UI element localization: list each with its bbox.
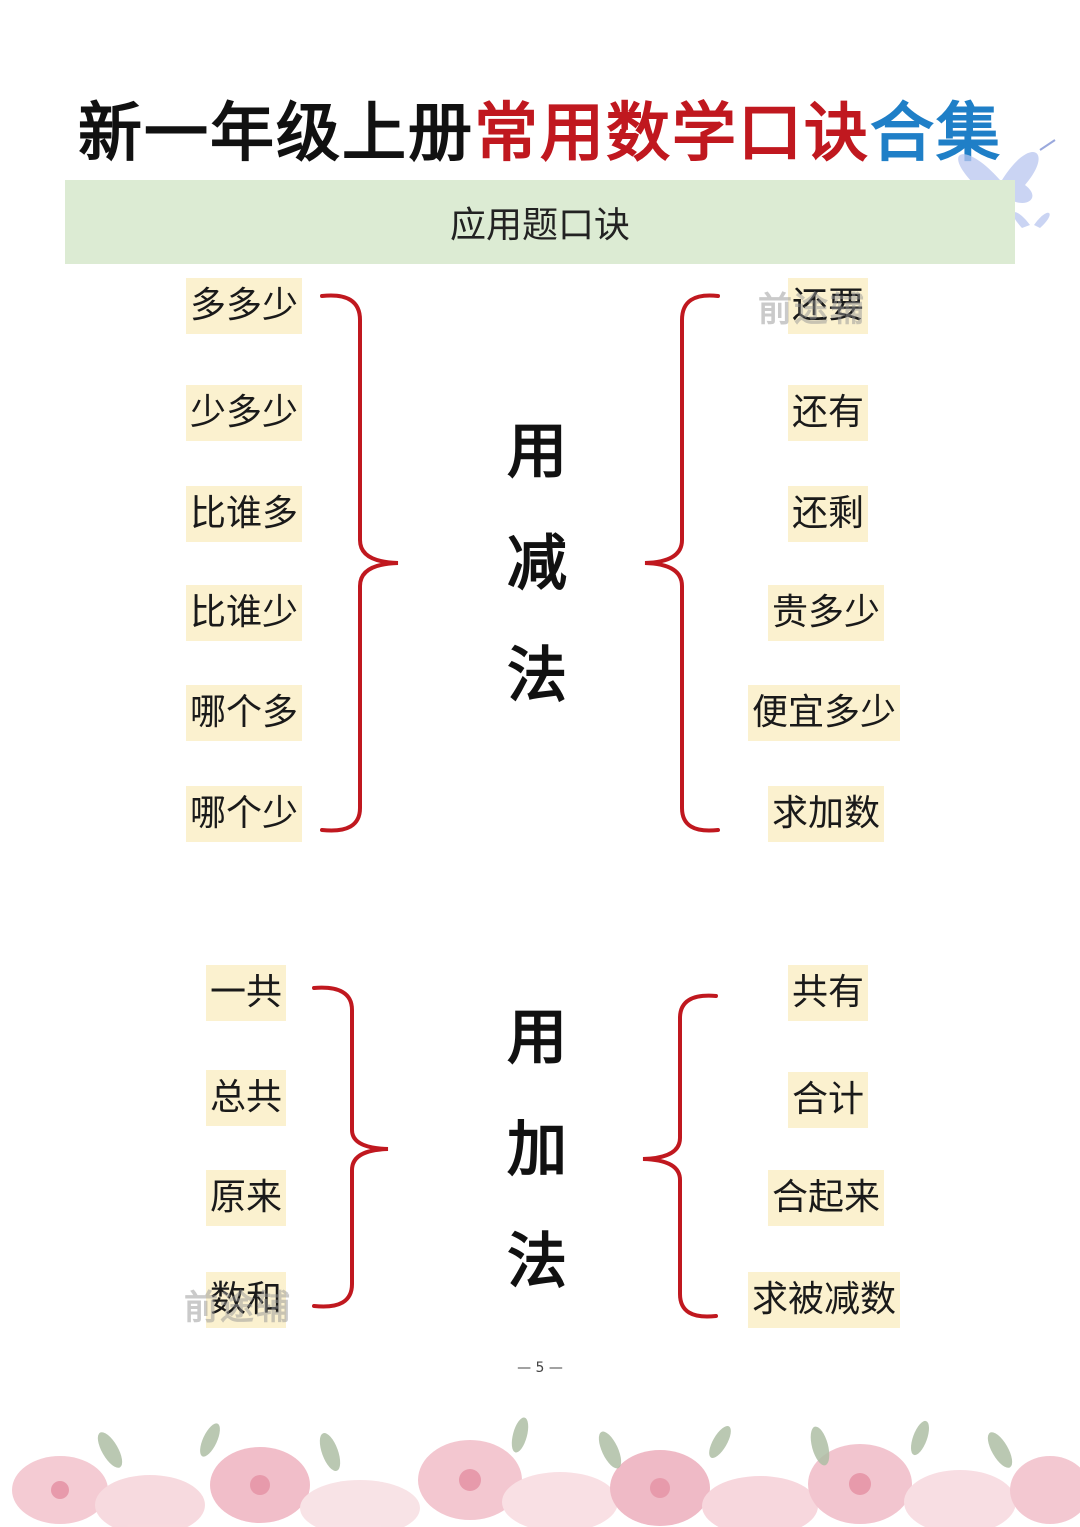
add-left-item: 一共 [206,965,287,1021]
center-char: 用 [507,1003,567,1073]
page-number: — 5 — [517,1360,563,1376]
sub-right-item: 贵多少 [768,585,885,641]
floral-border-decoration [12,1417,1080,1527]
add-right-item: 求被减数 [748,1272,901,1328]
sub-left-item: 哪个少 [186,786,303,842]
watermark-bottom: 前途辅 [184,1288,292,1328]
sub-left-item: 少多少 [186,385,303,441]
bracket-add-left [312,985,389,1309]
center-char: 法 [507,641,567,711]
title-part-black: 新一年级上册 [78,97,474,171]
add-left-item: 数和 [206,1272,287,1328]
section-bar: 应用题口诀 [65,180,1015,264]
title-part-red: 常用数学口诀 [474,97,870,171]
add-left-item: 原来 [206,1170,287,1226]
center-char: 减 [507,529,567,599]
page-title: 新一年级上册常用数学口诀合集 [0,82,1080,174]
addition-center-label: 用 加 法 [497,982,577,1318]
sub-right-item: 还要 [788,278,869,334]
bracket-sub-right [644,293,720,833]
add-right-item: 共有 [788,965,869,1021]
add-left-item: 总共 [206,1070,287,1126]
add-right-item: 合起来 [768,1170,885,1226]
subtraction-center-label: 用 减 法 [497,396,577,732]
add-right-item: 合计 [788,1072,869,1128]
section-title: 应用题口诀 [449,205,630,246]
bracket-sub-left [320,293,399,833]
sub-left-item: 比谁多 [186,486,303,542]
bracket-add-right [642,993,718,1319]
sub-right-item: 便宜多少 [748,685,901,741]
center-char: 用 [507,417,567,487]
sub-right-item: 求加数 [768,786,885,842]
sub-left-item: 比谁少 [186,585,303,641]
title-part-blue: 合集 [870,97,1002,171]
sub-right-item: 还剩 [788,486,869,542]
watermark-top: 前途辅 [758,290,866,330]
center-char: 法 [507,1227,567,1297]
sub-left-item: 多多少 [186,278,303,334]
sub-right-item: 还有 [788,385,869,441]
sub-left-item: 哪个多 [186,685,303,741]
center-char: 加 [507,1115,567,1185]
